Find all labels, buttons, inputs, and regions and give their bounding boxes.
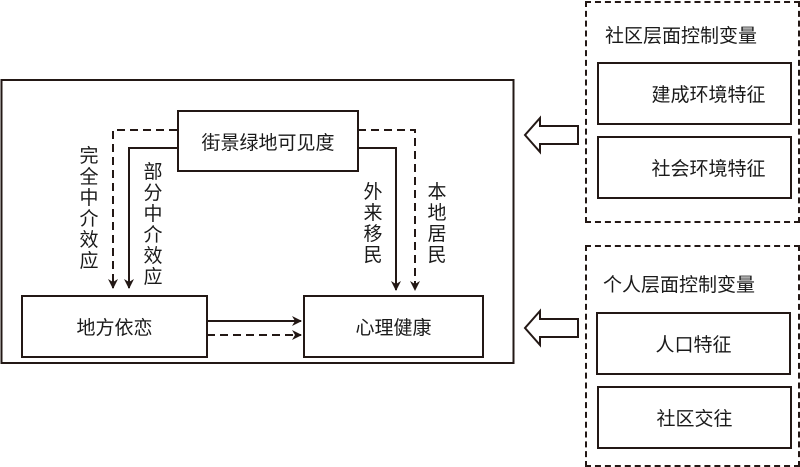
arrow-locals bbox=[358, 129, 420, 291]
arrow-migrants bbox=[358, 147, 401, 291]
control-group-title: 个人层面控制变量 bbox=[603, 274, 756, 296]
arrow-full-mediation bbox=[108, 129, 177, 289]
control-item-label: 建成环境特征 bbox=[651, 84, 766, 106]
label-locals: 本地居民 bbox=[427, 181, 447, 266]
control-item: 建成环境特征 bbox=[597, 62, 792, 125]
label-partial-mediation: 部分中介效应 bbox=[143, 161, 163, 288]
node-street-greenery-visibility: 街景绿地可见度 bbox=[177, 110, 359, 172]
control-arrow-individual bbox=[523, 308, 579, 348]
control-group-individual bbox=[585, 245, 800, 467]
node-place-attachment: 地方依恋 bbox=[21, 295, 208, 358]
control-item: 人口特征 bbox=[596, 312, 791, 375]
label-migrants: 外来移民 bbox=[363, 181, 383, 266]
control-item-label: 人口特征 bbox=[655, 334, 732, 356]
arrow-partial-mediation bbox=[124, 147, 177, 289]
control-item-label: 社区交往 bbox=[656, 408, 733, 430]
node-label: 地方依恋 bbox=[76, 317, 153, 339]
control-group-community bbox=[585, 1, 800, 223]
control-item-label: 社会环境特征 bbox=[651, 158, 766, 180]
node-label: 街景绿地可见度 bbox=[201, 131, 335, 154]
node-mental-health: 心理健康 bbox=[303, 295, 484, 358]
control-arrow-community bbox=[523, 115, 579, 155]
control-item: 社区交往 bbox=[597, 386, 792, 449]
control-group-title: 社区层面控制变量 bbox=[605, 25, 758, 47]
control-item: 社会环境特征 bbox=[597, 136, 792, 199]
label-full-mediation: 完全中介效应 bbox=[79, 145, 99, 272]
main-frame bbox=[0, 79, 515, 364]
node-label: 心理健康 bbox=[355, 317, 432, 339]
